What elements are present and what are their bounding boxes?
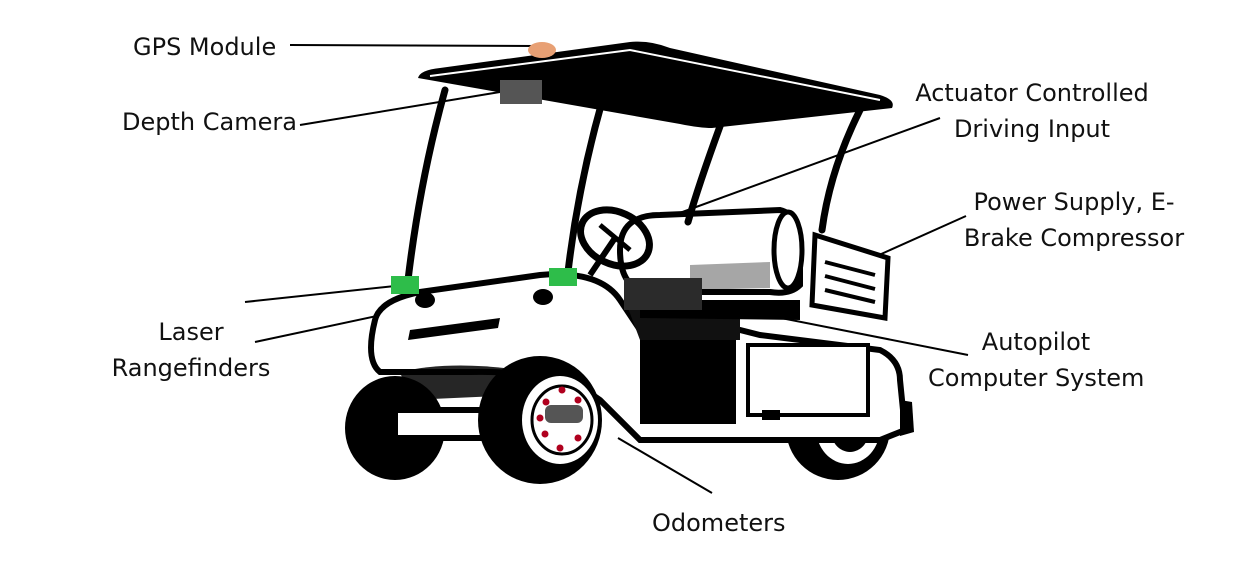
depth-camera — [500, 80, 542, 104]
label-power-line-1: Power Supply, E- — [973, 188, 1175, 216]
label-laser-line-2: Rangefinders — [111, 354, 271, 382]
leader-gps — [289, 44, 536, 47]
autopilot-computer — [624, 278, 702, 310]
label-autopilot-line-2: Computer System — [928, 364, 1145, 392]
leader-depth-camera — [299, 91, 501, 126]
label-actuator-line-1: Actuator Controlled — [915, 79, 1149, 107]
leader-actuator — [654, 117, 941, 223]
label-power-supply: Power Supply, E- Brake Compressor — [962, 184, 1186, 256]
label-depth-camera: Depth Camera — [122, 108, 297, 136]
leader-laser-1 — [244, 285, 396, 303]
seat — [616, 206, 805, 320]
label-odometers: Odometers — [652, 509, 786, 537]
rear-box — [809, 231, 891, 321]
leader-odometers — [617, 437, 713, 494]
label-actuator-line-2: Driving Input — [953, 115, 1111, 143]
label-gps-module: GPS Module — [133, 33, 277, 61]
label-autopilot-line-1: Autopilot — [981, 328, 1091, 356]
label-actuator: Actuator Controlled Driving Input — [912, 75, 1152, 147]
label-power-line-2: Brake Compressor — [963, 224, 1185, 252]
front-lights — [415, 289, 553, 308]
label-laser-line-1: Laser — [158, 318, 224, 346]
roof — [418, 41, 893, 128]
odometer-markers — [536, 386, 582, 452]
laser-rangefinder-right — [549, 268, 577, 286]
label-autopilot: Autopilot Computer System — [928, 324, 1144, 396]
gps-module — [528, 42, 556, 58]
steering-wheel — [577, 206, 653, 277]
laser-rangefinder-left — [391, 276, 419, 294]
label-laser-rangefinders: Laser Rangefinders — [108, 314, 274, 386]
